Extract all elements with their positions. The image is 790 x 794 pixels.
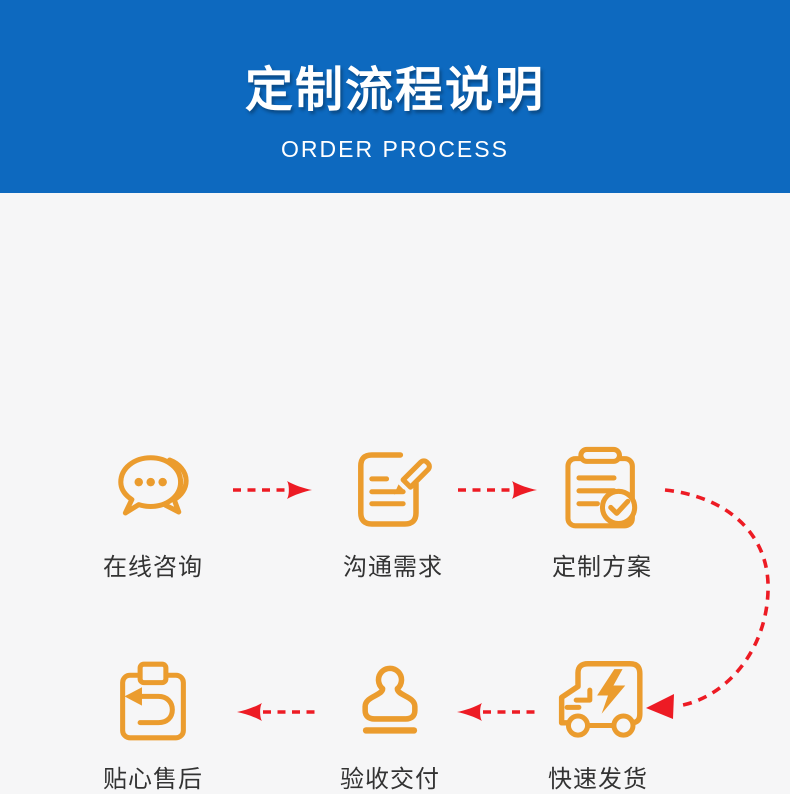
step-custom-plan: 定制方案 [502, 443, 702, 582]
flow-arrow-right-icon [233, 481, 312, 499]
clipboard-check-icon [565, 446, 638, 529]
step-label: 验收交付 [340, 766, 440, 793]
step-after-sales: 贴心售后 [53, 655, 253, 794]
step-label: 快速发货 [548, 766, 648, 793]
flow-arrow-left-icon [237, 703, 316, 721]
page-title: 定制流程说明 [244, 64, 545, 117]
step-label: 定制方案 [552, 554, 652, 581]
stamp-icon [362, 665, 418, 734]
page-subtitle: ORDER PROCESS [281, 136, 509, 162]
step-online-consult: 在线咨询 [53, 443, 253, 582]
flow-arrow-left-icon [457, 703, 536, 721]
flow-arrow-right-icon [458, 481, 537, 499]
flow-arrow-curve-icon [646, 488, 770, 719]
step-label: 在线咨询 [103, 554, 203, 581]
step-communicate-needs: 沟通需求 [293, 443, 493, 582]
clipboard-return-icon [120, 661, 186, 741]
order-process-flow: 在线咨询 沟通需求 定制方案 [0, 193, 790, 793]
document-edit-icon [358, 452, 432, 527]
step-label: 沟通需求 [343, 554, 443, 581]
header-banner: 定制流程说明 ORDER PROCESS [0, 0, 790, 193]
chat-icon [118, 455, 189, 516]
step-acceptance-delivery: 验收交付 [290, 655, 490, 794]
step-label: 贴心售后 [103, 766, 203, 793]
